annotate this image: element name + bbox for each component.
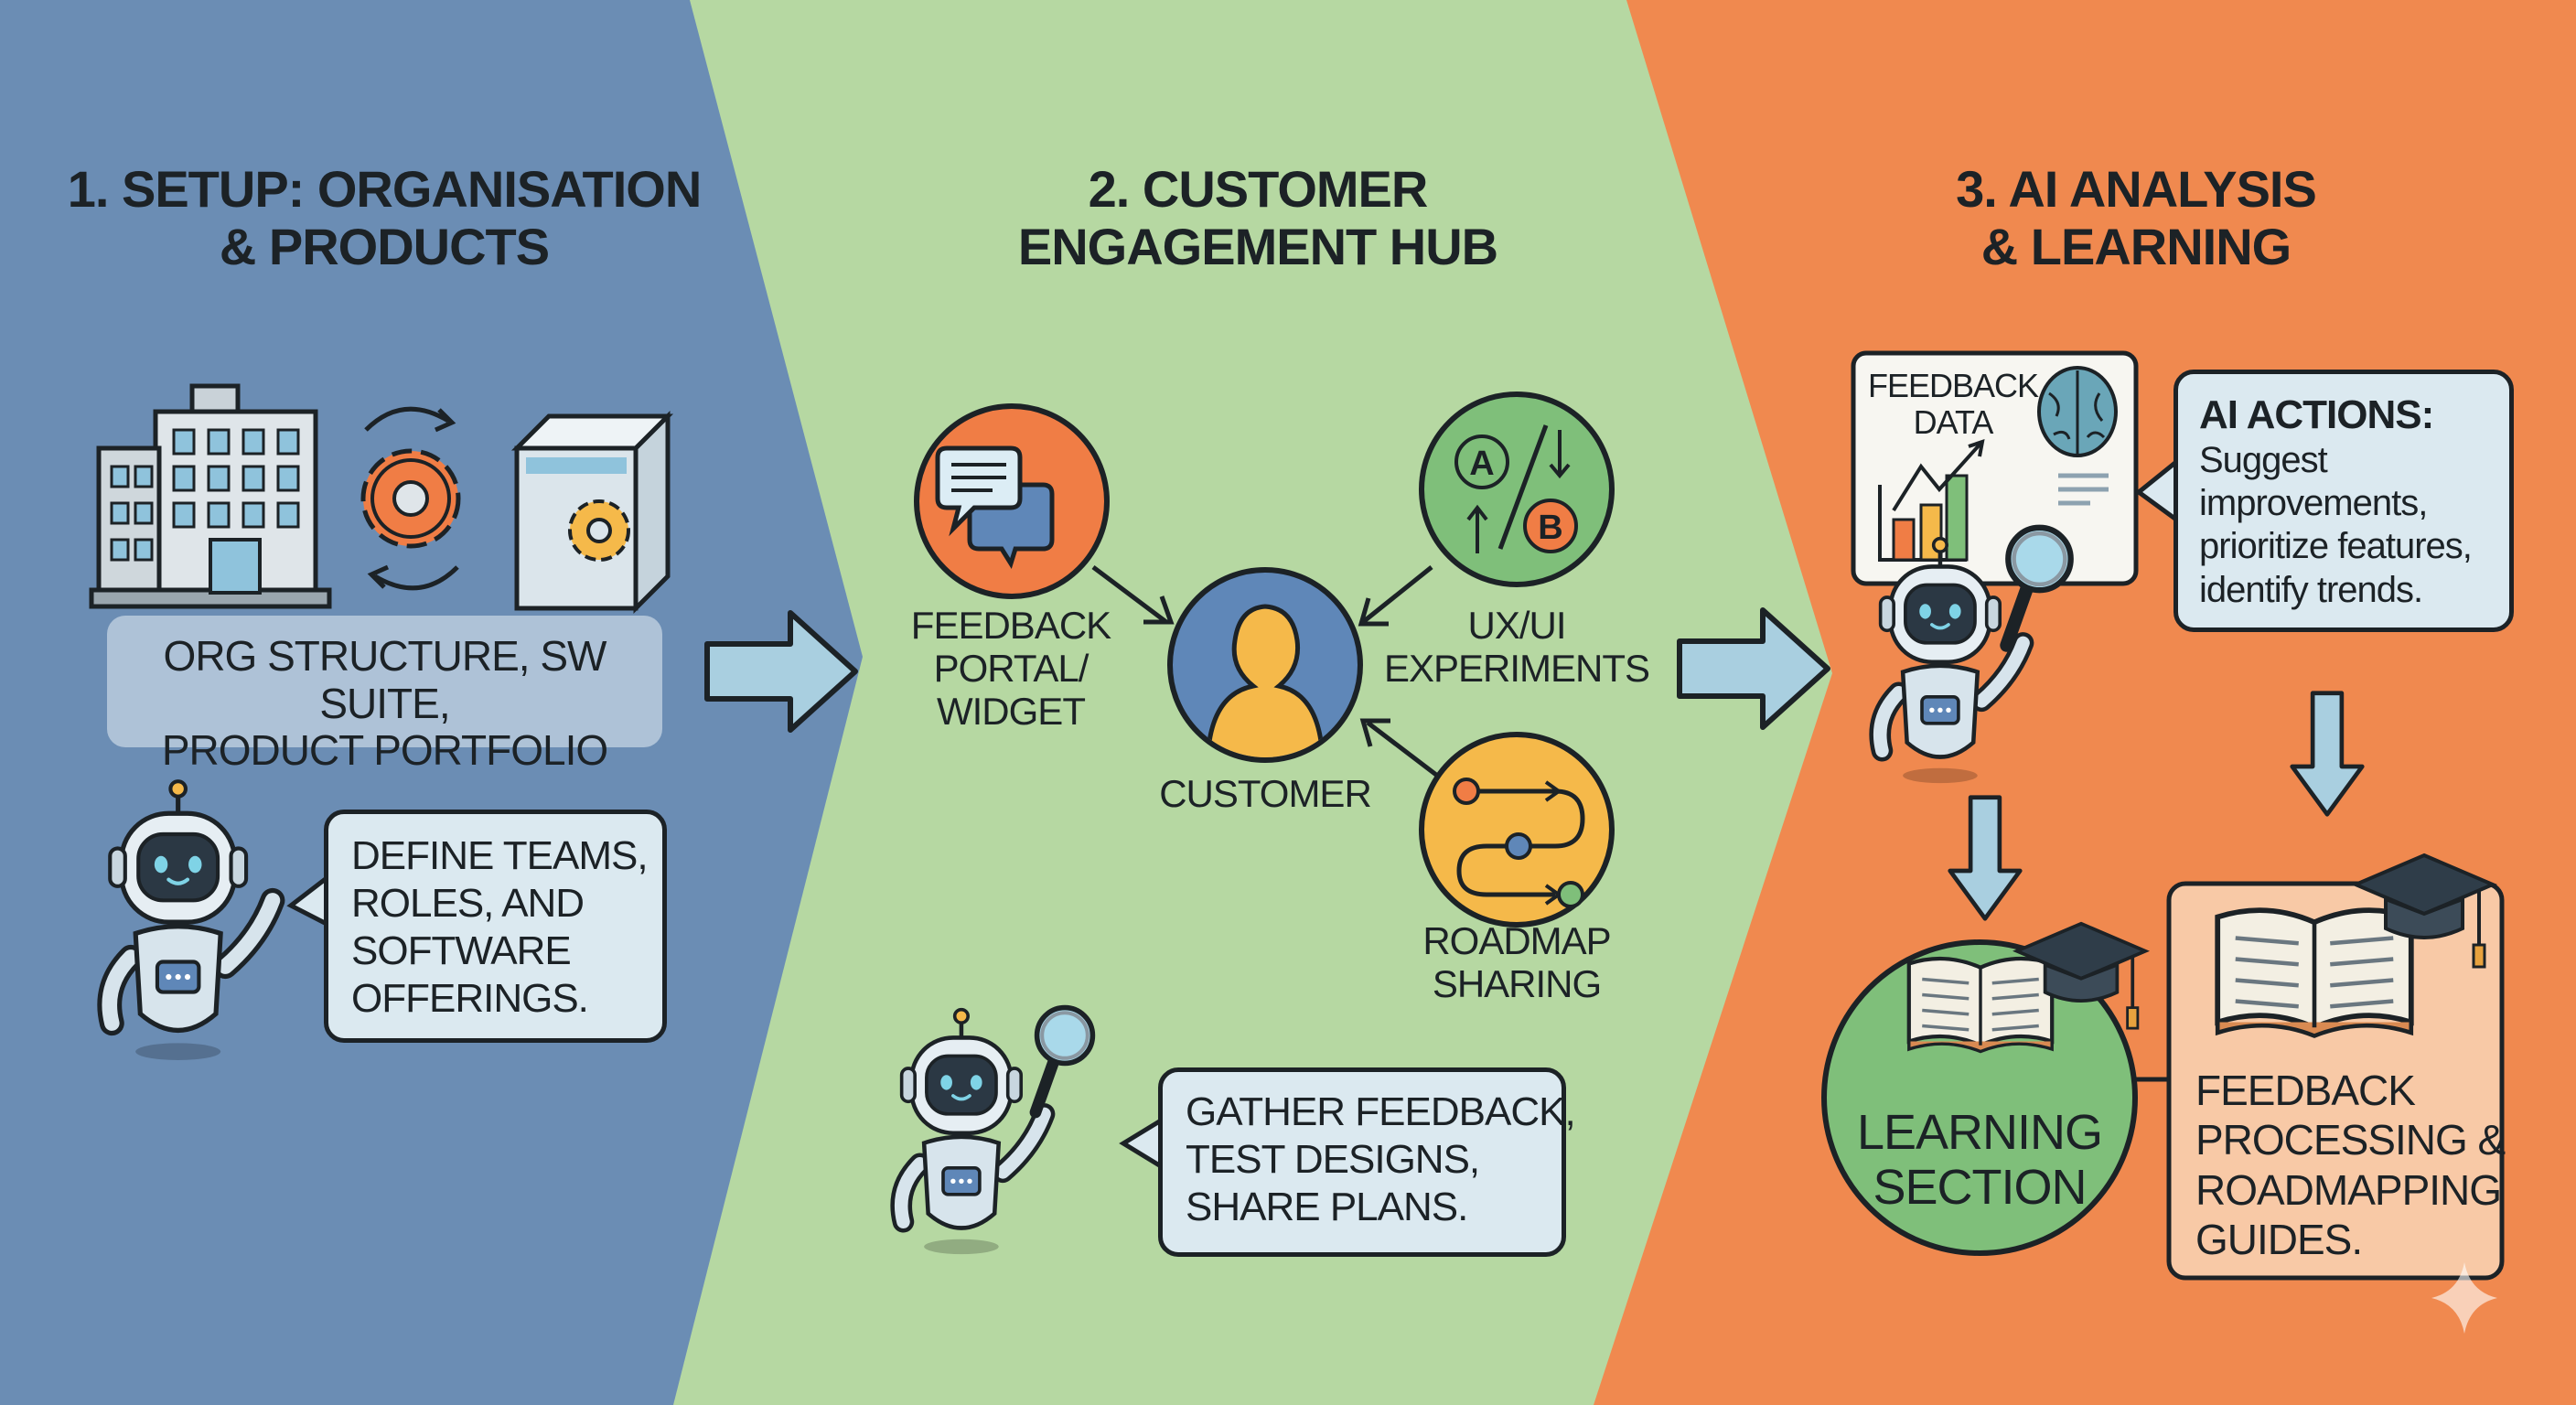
- guides-label: FEEDBACK PROCESSING & ROADMAPPING GUIDES…: [2195, 1067, 2506, 1263]
- ab-test-letter-b: B: [1538, 509, 1562, 547]
- robot-speech-text: GATHER FEEDBACK, TEST DESIGNS, SHARE PLA…: [1186, 1089, 1576, 1229]
- robot-speech-text: DEFINE TEAMS, ROLES, AND SOFTWARE OFFERI…: [351, 833, 649, 1021]
- software-box-icon: [510, 410, 674, 615]
- customer-label: CUSTOMER: [1159, 772, 1372, 815]
- info-box-backdrop: [107, 616, 662, 747]
- ab-test-icon: [1419, 391, 1615, 587]
- person-icon: [1167, 567, 1363, 763]
- sparkle-icon: [2431, 1262, 2497, 1334]
- connector-arrows: [1091, 565, 1438, 777]
- roadmap-icon: [1419, 732, 1615, 928]
- office-building-icon: [89, 383, 332, 609]
- ux-ui-experiments-label: UX/UI EXPERIMENTS: [1383, 604, 1650, 691]
- section-3-title: 3. AI ANALYSIS & LEARNING: [1956, 160, 2317, 275]
- roadmap-sharing-label: ROADMAP SHARING: [1422, 919, 1611, 1006]
- org-info-box: ORG STRUCTURE, SW SUITE, PRODUCT PORTFOL…: [161, 632, 608, 775]
- learning-section-circle: [1821, 939, 2138, 1256]
- robot-speech-bubble: [1158, 1067, 1566, 1257]
- open-book-icon: [1909, 959, 2052, 1052]
- chat-bubbles-icon: [914, 403, 1110, 599]
- ai-actions-heading: AI ACTIONS:: [2199, 392, 2434, 437]
- learning-section-label: LEARNING SECTION: [1856, 1105, 2103, 1216]
- ai-actions-body: Suggest improvements, prioritize feature…: [2199, 440, 2473, 610]
- open-book-icon: [2217, 910, 2411, 1035]
- gear-sync-icon: [360, 406, 461, 591]
- section-2-title: 2. CUSTOMER ENGAGEMENT HUB: [1017, 160, 1498, 275]
- feedback-portal-label: FEEDBACK PORTAL/ WIDGET: [910, 604, 1111, 734]
- brain-icon: [2037, 366, 2118, 457]
- section-1-title: 1. SETUP: ORGANISATION & PRODUCTS: [67, 160, 703, 275]
- ab-test-letter-a: A: [1469, 445, 1494, 483]
- bubble-tail: [1119, 1118, 1163, 1169]
- feedback-data-label: FEEDBACK DATA: [1867, 367, 2039, 442]
- ai-actions-bubble: [2174, 370, 2514, 632]
- bubble-tail: [2134, 460, 2178, 522]
- robot-speech-bubble: [324, 810, 667, 1043]
- bubble-tail: [286, 876, 328, 927]
